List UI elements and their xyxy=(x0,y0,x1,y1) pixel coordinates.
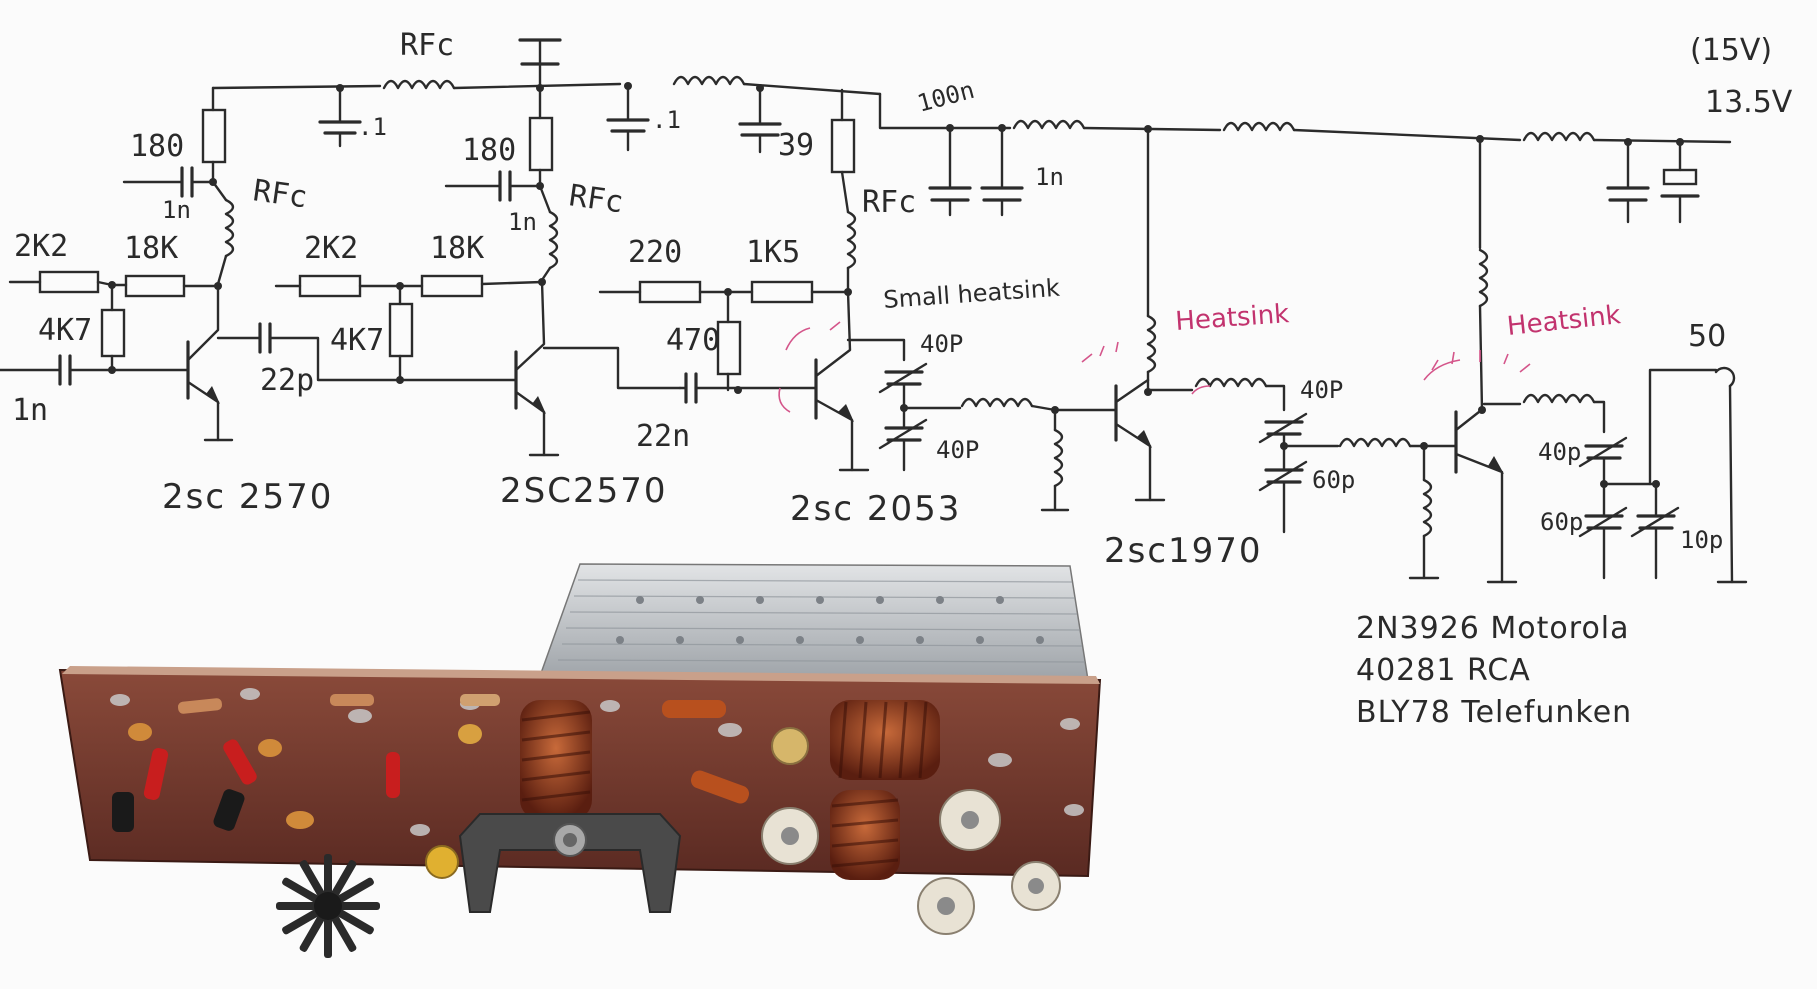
cap-bypass-label-1: .1 xyxy=(358,113,387,141)
stage2-cap-bypass-label: 1n xyxy=(508,208,537,236)
stage3-r-low-label: 470 xyxy=(666,323,720,358)
stage2-r-top-label: 180 xyxy=(462,133,516,168)
output-impedance-label: 50 xyxy=(1688,319,1726,354)
stage1-rfc-label: RFc xyxy=(251,173,310,215)
bypass-caps-top xyxy=(318,38,1700,224)
pcb-photo xyxy=(58,563,1102,958)
stage1-r-top-label: 180 xyxy=(130,129,184,164)
stage1-r-low-label: 4K7 xyxy=(38,313,92,348)
stage5-trimmer-2-label: 60p xyxy=(1540,508,1583,536)
stage4-heat-marks xyxy=(1081,341,1211,395)
stage2-r-low-label: 4K7 xyxy=(330,323,384,358)
stage3-heat-marks xyxy=(778,321,841,413)
supply-label-nominal: 13.5V xyxy=(1705,85,1793,120)
stage2-r-in-label: 2K2 xyxy=(304,231,358,266)
stage1-transistor-label: 2sc 2570 xyxy=(162,477,333,517)
final-option-2: 40281 RCA xyxy=(1356,653,1531,688)
stage3-heatsink-note: Small heatsink xyxy=(882,274,1060,314)
cap-100n-label: 100n xyxy=(914,76,977,118)
stage2-transistor-label: 2SC2570 xyxy=(500,471,667,511)
rfc-top-label: RFc xyxy=(400,28,454,63)
final-option-1: 2N3926 Motorola xyxy=(1356,611,1630,646)
stage5-trimmer-3-label: 10p xyxy=(1680,526,1723,554)
stage-2 xyxy=(274,86,682,457)
stage2-rfc-label: RFc xyxy=(567,178,626,220)
stage3-r-bias-label: 1K5 xyxy=(746,235,800,270)
cap-bypass-label-2: .1 xyxy=(652,106,681,134)
stage3-r-in-label: 220 xyxy=(628,235,682,270)
stage5-heat-marks xyxy=(1423,350,1531,381)
stage1-cap-in-label: 1n xyxy=(12,393,48,428)
stage-3 xyxy=(598,88,1118,512)
stage5-heatsink-note: Heatsink xyxy=(1506,300,1622,342)
stage2-r-bias-label: 18K xyxy=(430,231,484,266)
final-option-3: BLY78 Telefunken xyxy=(1356,695,1632,730)
stage-5 xyxy=(1454,137,1748,584)
stage1-r-in-label: 2K2 xyxy=(14,229,68,264)
stage3-rfc-label: RFc xyxy=(862,185,916,220)
supply-label-max: (15V) xyxy=(1690,33,1772,68)
stage1-cap-out-label: 22p xyxy=(260,363,314,398)
stage3-cap-in-label: 22n xyxy=(636,419,690,454)
stage4-heatsink-note: Heatsink xyxy=(1174,299,1290,337)
stage4-transistor-label: 2sc1970 xyxy=(1104,531,1263,571)
stage1-cap-bypass-label: 1n xyxy=(162,196,191,224)
stage-4 xyxy=(1114,127,1458,580)
stage4-trimmer-2-label: 60p xyxy=(1312,466,1355,494)
stage3-trimmer-1-label: 40P xyxy=(920,330,963,358)
stage3-trimmer-2-label: 40P xyxy=(936,436,979,464)
stage-1 xyxy=(0,86,402,442)
stage5-trimmer-1-label: 40p xyxy=(1538,438,1581,466)
stage4-trimmer-1-label: 40P xyxy=(1300,376,1343,404)
stage1-r-bias-label: 18K xyxy=(124,231,178,266)
stage3-transistor-label: 2sc 2053 xyxy=(790,489,961,529)
cap-39-label: 39 xyxy=(778,128,814,163)
cap-1n-top-label: 1n xyxy=(1035,163,1064,191)
